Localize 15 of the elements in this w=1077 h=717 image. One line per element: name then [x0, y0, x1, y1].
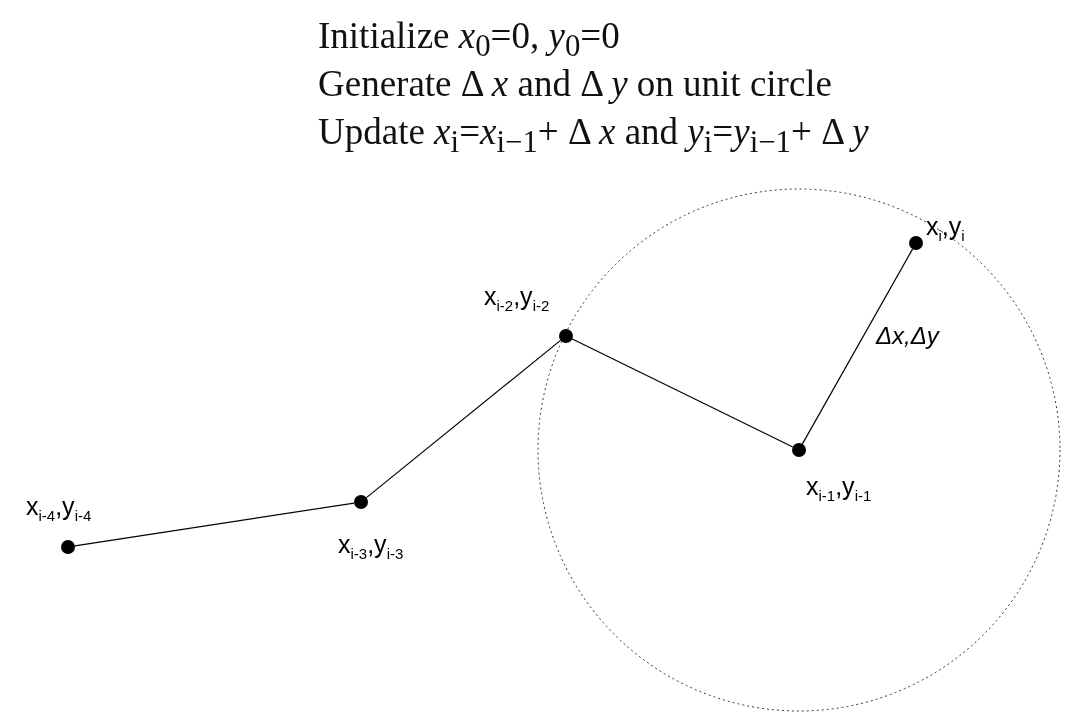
- formula-text: Update x$_{i}$=x$_{i−1}$+ Δ x and y$_{i}$=y$_{i−1}$+ Δ y: [318, 110, 869, 162]
- point-label: x$_{i-1}$,y$_{i-1}$: [806, 472, 872, 504]
- step-line: [365, 339, 562, 499]
- point-label: x$_{i-4}$,y$_{i-4}$: [26, 492, 92, 524]
- step-line: [74, 502, 355, 547]
- point-label: x$_{i-2}$,y$_{i-2}$: [484, 282, 550, 314]
- point-marker: [61, 540, 75, 554]
- point-marker: [559, 329, 573, 343]
- step-line: [571, 338, 794, 448]
- step-line: [801, 248, 914, 445]
- point-label: x$_{i}$,y$_{i}$: [926, 212, 965, 244]
- point-label: x$_{i-3}$,y$_{i-3}$: [338, 530, 404, 562]
- point-marker: [354, 495, 368, 509]
- point-marker: [909, 236, 923, 250]
- point-marker: [792, 443, 806, 457]
